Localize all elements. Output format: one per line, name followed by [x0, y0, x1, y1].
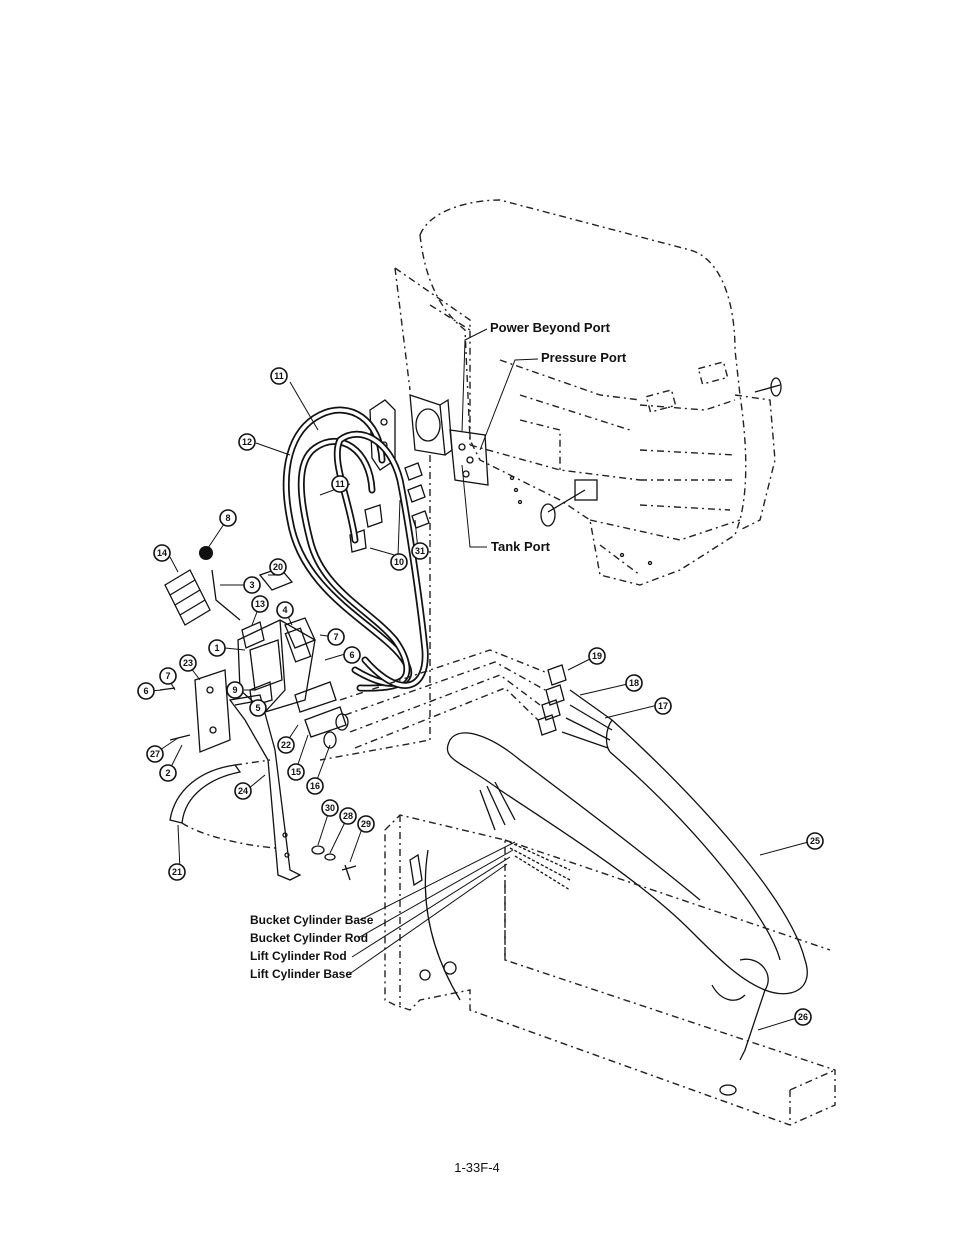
- callout-3: 3: [243, 576, 261, 594]
- svg-text:5: 5: [255, 703, 260, 713]
- callout-28: 28: [339, 807, 357, 825]
- callout-23: 23: [179, 654, 197, 672]
- svg-text:18: 18: [629, 678, 639, 688]
- strap: [711, 958, 769, 1061]
- callout-7a: 7: [327, 628, 345, 646]
- svg-text:12: 12: [242, 437, 252, 447]
- tractor-outline: [394, 199, 782, 586]
- callout-27: 27: [146, 745, 164, 763]
- svg-text:1: 1: [214, 643, 219, 653]
- callout-15: 15: [287, 763, 305, 781]
- page-number: 1-33F-4: [454, 1160, 500, 1175]
- svg-text:2: 2: [165, 768, 170, 778]
- lift-cylinder-base-label: Lift Cylinder Base: [250, 967, 352, 981]
- svg-text:3: 3: [249, 580, 254, 590]
- callout-31: 31: [411, 542, 429, 560]
- svg-text:7: 7: [165, 671, 170, 681]
- hydraulic-hoses: [282, 406, 429, 692]
- callout-11b: 11: [331, 475, 349, 493]
- svg-text:8: 8: [225, 513, 230, 523]
- callout-10: 10: [390, 553, 408, 571]
- svg-text:27: 27: [150, 749, 160, 759]
- callout-29: 29: [357, 815, 375, 833]
- callout-6a: 6: [343, 646, 361, 664]
- svg-text:29: 29: [361, 819, 371, 829]
- fittings-10-31: [349, 462, 430, 553]
- callout-14: 14: [153, 544, 171, 562]
- svg-text:16: 16: [310, 781, 320, 791]
- callout-25: 25: [806, 832, 824, 850]
- callout-22: 22: [277, 736, 295, 754]
- callout-5: 5: [249, 699, 267, 717]
- loader-frame: [384, 814, 836, 1126]
- svg-text:31: 31: [415, 546, 425, 556]
- callout-6b: 6: [137, 682, 155, 700]
- callout-12: 12: [238, 433, 256, 451]
- mount-bracket: [159, 669, 302, 881]
- svg-text:17: 17: [658, 701, 668, 711]
- svg-text:30: 30: [325, 803, 335, 813]
- svg-text:24: 24: [238, 786, 248, 796]
- power-beyond-port-label: Power Beyond Port: [490, 320, 611, 335]
- svg-text:23: 23: [183, 658, 193, 668]
- svg-text:14: 14: [157, 548, 167, 558]
- control-valve: [164, 546, 349, 749]
- bucket-cylinder-base-label: Bucket Cylinder Base: [250, 913, 374, 927]
- svg-text:22: 22: [281, 740, 291, 750]
- callout-18: 18: [625, 674, 643, 692]
- callout-7b: 7: [159, 667, 177, 685]
- callout-26: 26: [794, 1008, 812, 1026]
- svg-text:19: 19: [592, 651, 602, 661]
- svg-text:4: 4: [282, 605, 287, 615]
- callout-1: 1: [208, 639, 226, 657]
- bucket-cylinder-rod-label: Bucket Cylinder Rod: [250, 931, 368, 945]
- callout-8: 8: [219, 509, 237, 527]
- svg-text:11: 11: [274, 371, 284, 381]
- svg-text:7: 7: [333, 632, 338, 642]
- lift-cylinder-rod-label: Lift Cylinder Rod: [250, 949, 347, 963]
- leader-lines: [149, 328, 813, 1031]
- callout-2: 2: [159, 764, 177, 782]
- callout-19: 19: [588, 647, 606, 665]
- svg-text:10: 10: [394, 557, 404, 567]
- couplers: [537, 664, 613, 749]
- svg-text:28: 28: [343, 811, 353, 821]
- tank-port-label: Tank Port: [491, 539, 551, 554]
- svg-text:21: 21: [172, 867, 182, 877]
- callout-17: 17: [654, 697, 672, 715]
- port-manifold: [369, 394, 489, 486]
- svg-text:20: 20: [273, 562, 283, 572]
- callout-20: 20: [269, 558, 287, 576]
- callout-24: 24: [234, 782, 252, 800]
- hose-routing-dashed: [319, 455, 546, 761]
- svg-text:15: 15: [291, 767, 301, 777]
- svg-text:25: 25: [810, 836, 820, 846]
- svg-text:6: 6: [349, 650, 354, 660]
- hose-sleeve: [446, 719, 808, 995]
- svg-text:11: 11: [335, 479, 345, 489]
- callout-13: 13: [251, 595, 269, 613]
- svg-text:9: 9: [232, 685, 237, 695]
- callout-21: 21: [168, 863, 186, 881]
- callout-11a: 11: [270, 367, 288, 385]
- svg-text:26: 26: [798, 1012, 808, 1022]
- svg-text:6: 6: [143, 686, 148, 696]
- callout-9: 9: [226, 681, 244, 699]
- callout-30: 30: [321, 799, 339, 817]
- svg-text:13: 13: [255, 599, 265, 609]
- callout-16: 16: [306, 777, 324, 795]
- pressure-port-label: Pressure Port: [541, 350, 627, 365]
- callout-4: 4: [276, 601, 294, 619]
- hardware-28-29-30: [311, 845, 357, 881]
